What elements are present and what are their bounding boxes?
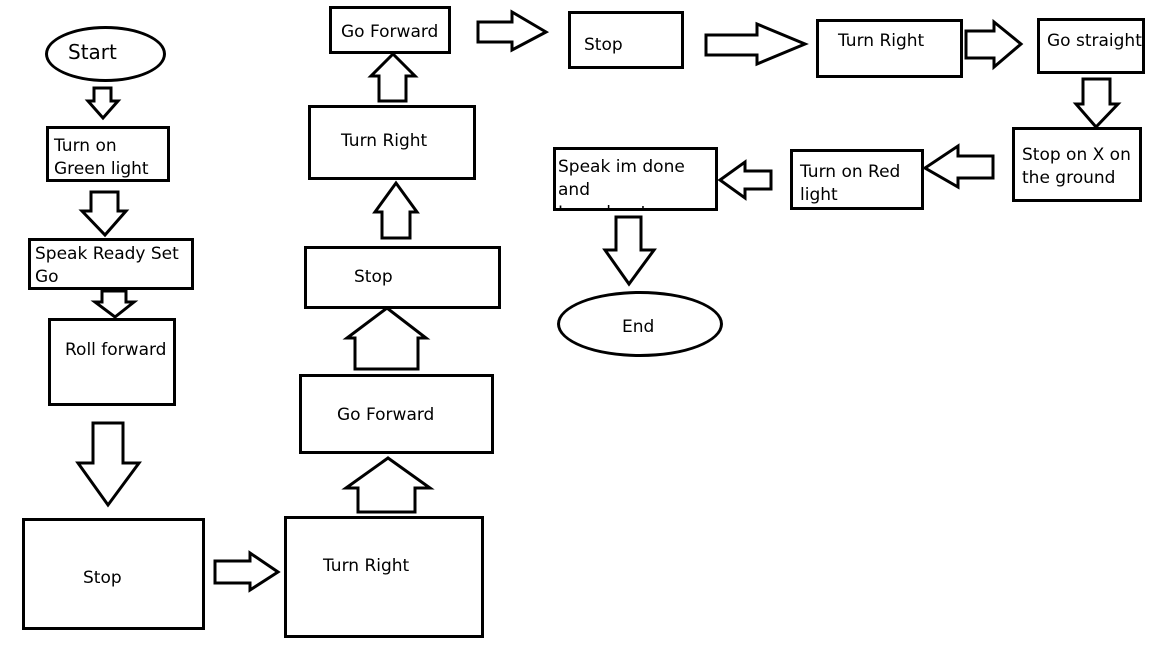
node-turn-right-2: Turn Right <box>308 105 476 180</box>
node-turn-on-green-light: Turn on Green light <box>46 126 170 182</box>
arrow-up-3 <box>372 180 420 240</box>
arrow-down-6 <box>602 215 657 287</box>
node-end: End <box>557 291 723 357</box>
arrow-down-4 <box>75 421 142 508</box>
arrow-right-3 <box>704 21 809 67</box>
arrow-down-2 <box>78 190 130 238</box>
node-start: Start <box>45 26 166 82</box>
arrow-down-5 <box>1072 77 1122 130</box>
arrow-left-2 <box>717 159 773 201</box>
arrow-up-2 <box>342 306 431 371</box>
arrow-right-1 <box>213 550 281 593</box>
node-stop-1: Stop <box>22 518 205 630</box>
node-stop-on-x: Stop on X on the ground <box>1012 127 1142 202</box>
node-speak-ready-set-go: Speak Ready Set Go <box>28 238 194 290</box>
node-turn-right-1: Turn Right <box>284 516 484 638</box>
node-speak-done: Speak im done and I need water <box>553 147 718 211</box>
arrow-up-4 <box>367 51 419 103</box>
node-turn-on-red-light: Turn on Red light <box>790 149 924 210</box>
node-go-forward-2: Go Forward <box>329 6 451 54</box>
arrow-down-1 <box>84 86 122 121</box>
node-turn-right-3: Turn Right <box>816 19 963 78</box>
node-stop-2: Stop <box>304 246 501 309</box>
node-roll-forward: Roll forward <box>48 318 176 406</box>
arrow-left-1 <box>922 143 995 190</box>
node-go-forward-1: Go Forward <box>299 374 494 454</box>
arrow-right-2 <box>476 9 550 53</box>
node-stop-3: Stop <box>568 11 684 69</box>
arrow-down-3 <box>90 289 139 319</box>
arrow-right-4 <box>964 18 1024 71</box>
node-go-straight: Go straight <box>1037 18 1145 74</box>
arrow-up-1 <box>341 456 435 514</box>
